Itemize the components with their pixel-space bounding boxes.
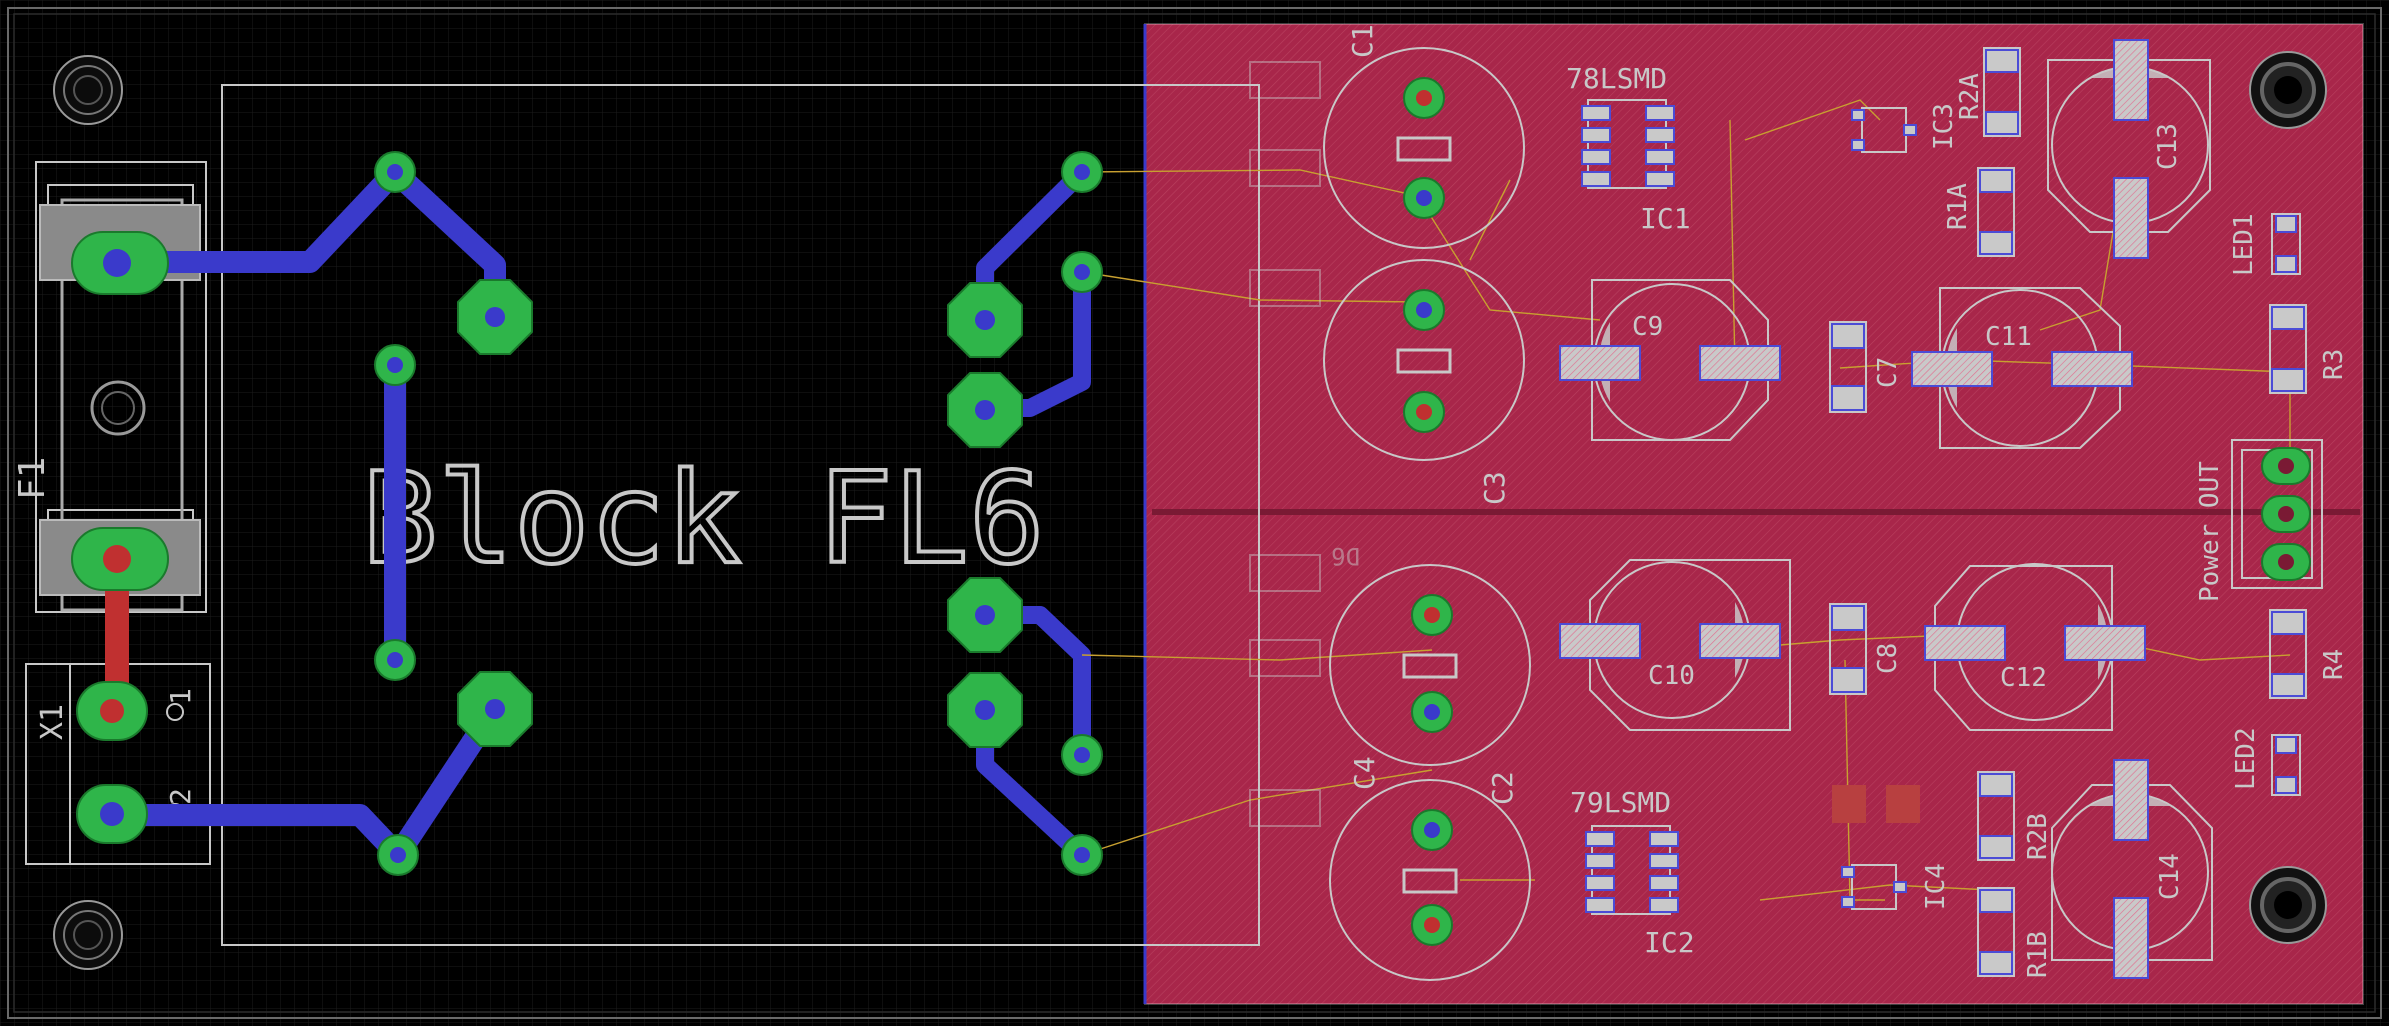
resistor-r3[interactable] [2269, 304, 2307, 394]
pad-oct-6 [947, 672, 1023, 748]
capacitor-c14[interactable] [2051, 759, 2213, 979]
capacitor-c11[interactable] [1911, 287, 2133, 449]
through-hole-pads[interactable] [71, 151, 1103, 876]
filter-block-outline[interactable] [221, 84, 1260, 946]
mounting-hole-bottom-right [2249, 866, 2327, 944]
c12-label: C12 [2000, 663, 2047, 693]
capacitor-c4[interactable] [1329, 564, 1531, 766]
c4-pad-b [1411, 691, 1453, 733]
r4-label: R4 [2319, 649, 2349, 680]
resistor-r1a[interactable] [1977, 167, 2015, 257]
c13-label: C13 [2153, 123, 2183, 170]
c10-label: C10 [1648, 661, 1695, 691]
c14-label: C14 [2155, 853, 2185, 900]
regulator-ic2[interactable] [1585, 825, 1679, 915]
regulator-ic1[interactable] [1581, 99, 1675, 189]
r3-label: R3 [2319, 349, 2349, 380]
stray-pad-1 [1832, 785, 1866, 823]
ic1-value: 78LSMD [1566, 62, 1667, 95]
pad-r3 [1061, 734, 1103, 776]
capacitor-c1[interactable] [1323, 47, 1525, 249]
x1-pad-2 [76, 784, 148, 844]
pad-oct-5 [947, 577, 1023, 653]
pad-oct-3 [947, 282, 1023, 358]
pad-oct-4 [947, 372, 1023, 448]
d6-ghost-label: D6 [1331, 542, 1360, 570]
led2-label: LED2 [2231, 727, 2261, 790]
board-inner-outline [13, 13, 2376, 1013]
c1-pad-b [1403, 177, 1445, 219]
c3-label: C3 [1478, 471, 1511, 505]
c8-label: C8 [1873, 643, 1903, 674]
connector-label: X1 [35, 704, 70, 740]
power-out-pad-1 [2261, 447, 2311, 485]
pad-oct-2 [457, 671, 533, 747]
stray-pad-2 [1886, 785, 1920, 823]
mounting-hole-top-right [2249, 51, 2327, 129]
ic3-package[interactable] [1851, 107, 1917, 153]
pad-l4 [377, 834, 419, 876]
ic4-package[interactable] [1841, 864, 1907, 910]
capacitor-c10[interactable] [1559, 559, 1791, 731]
r1b-label: R1B [2023, 931, 2053, 978]
led1-label: LED1 [2229, 213, 2259, 276]
resistor-r2b[interactable] [1977, 771, 2015, 861]
c2-pad-a [1411, 809, 1453, 851]
x1-pad-1 [76, 681, 148, 741]
c1-label: C1 [1346, 24, 1379, 58]
resistor-r1b[interactable] [1977, 887, 2015, 977]
c7-label: C7 [1873, 357, 1903, 388]
capacitor-c9[interactable] [1559, 279, 1781, 441]
ic2-value: 79LSMD [1570, 786, 1671, 819]
resistor-r2a[interactable] [1983, 47, 2021, 137]
capacitor-c3[interactable] [1323, 259, 1525, 461]
fuse-label: F1 [12, 457, 53, 500]
r2a-label: R2A [1955, 73, 1985, 120]
capacitor-c8[interactable] [1829, 603, 1867, 695]
mounting-hole-bottom-left [53, 900, 123, 970]
c11-label: C11 [1985, 322, 2032, 352]
pad-oct-1 [457, 279, 533, 355]
connector-pin-1: 1 [164, 688, 197, 705]
pad-r4 [1061, 834, 1103, 876]
fuse-pad-top [71, 231, 169, 295]
capacitor-c12[interactable] [1924, 563, 2146, 731]
ic4-label: IC4 [1921, 863, 1951, 910]
fuse-pad-bottom [71, 527, 169, 591]
pad-l2 [374, 344, 416, 386]
c4-label: C4 [1348, 756, 1381, 790]
resistor-r4[interactable] [2269, 609, 2307, 699]
board-outline [7, 7, 2382, 1019]
c4-pad-a [1411, 594, 1453, 636]
led2[interactable] [2271, 734, 2301, 796]
power-out-pad-3 [2261, 543, 2311, 581]
capacitor-c7[interactable] [1829, 321, 1867, 413]
connector-pin-2: 2 [164, 788, 197, 805]
led1[interactable] [2271, 213, 2301, 275]
ic3-label: IC3 [1929, 103, 1959, 150]
r2b-label: R2B [2023, 813, 2053, 860]
pad-r1 [1061, 151, 1103, 193]
capacitor-c13[interactable] [2047, 39, 2211, 259]
mounting-hole-top-left [53, 55, 123, 125]
power-out-pad-2 [2261, 495, 2311, 533]
power-out-label: Power OUT [2195, 461, 2225, 602]
ghost-diodes [1249, 61, 1321, 827]
c3-pad-a [1403, 289, 1445, 331]
capacitor-c2[interactable] [1329, 779, 1531, 981]
pad-r2 [1061, 251, 1103, 293]
c2-pad-b [1411, 904, 1453, 946]
power-out-connector[interactable] [2231, 439, 2323, 589]
ic2-name: IC2 [1644, 926, 1695, 959]
c9-label: C9 [1632, 312, 1663, 342]
r1a-label: R1A [1943, 183, 1973, 230]
c2-label: C2 [1486, 771, 1519, 805]
c1-pad-a [1403, 77, 1445, 119]
pad-l3 [374, 639, 416, 681]
ic1-name: IC1 [1640, 202, 1691, 235]
c3-pad-b [1403, 391, 1445, 433]
block-label: Block FL6 [362, 445, 1045, 592]
pad-l1 [374, 151, 416, 193]
